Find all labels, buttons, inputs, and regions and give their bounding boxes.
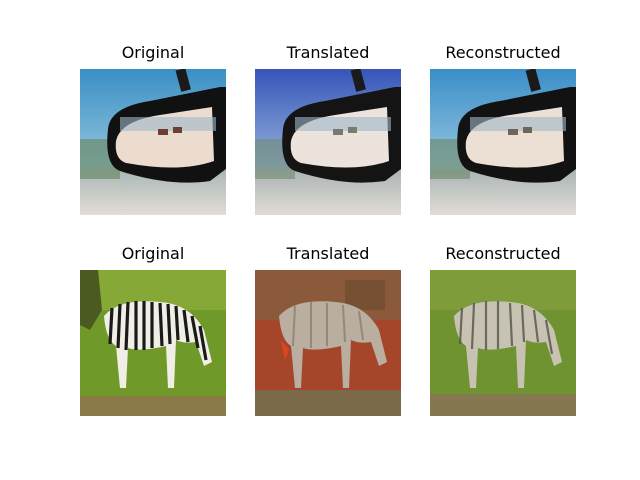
row2-translated-image: [255, 270, 401, 416]
row1-col1-title: Original: [121, 43, 185, 62]
row2-original-image: [80, 270, 226, 416]
row1-translated-image: [255, 69, 401, 215]
row2-col2-title: Translated: [286, 244, 370, 263]
row1-col3-title: Reconstructed: [445, 43, 561, 62]
row2-col3-title: Reconstructed: [445, 244, 561, 263]
row1-col2-title: Translated: [286, 43, 370, 62]
row2-reconstructed-image: [430, 270, 576, 416]
row1-reconstructed-image: [430, 69, 576, 215]
row1-original-image: [80, 69, 226, 215]
row2-col1-title: Original: [121, 244, 185, 263]
